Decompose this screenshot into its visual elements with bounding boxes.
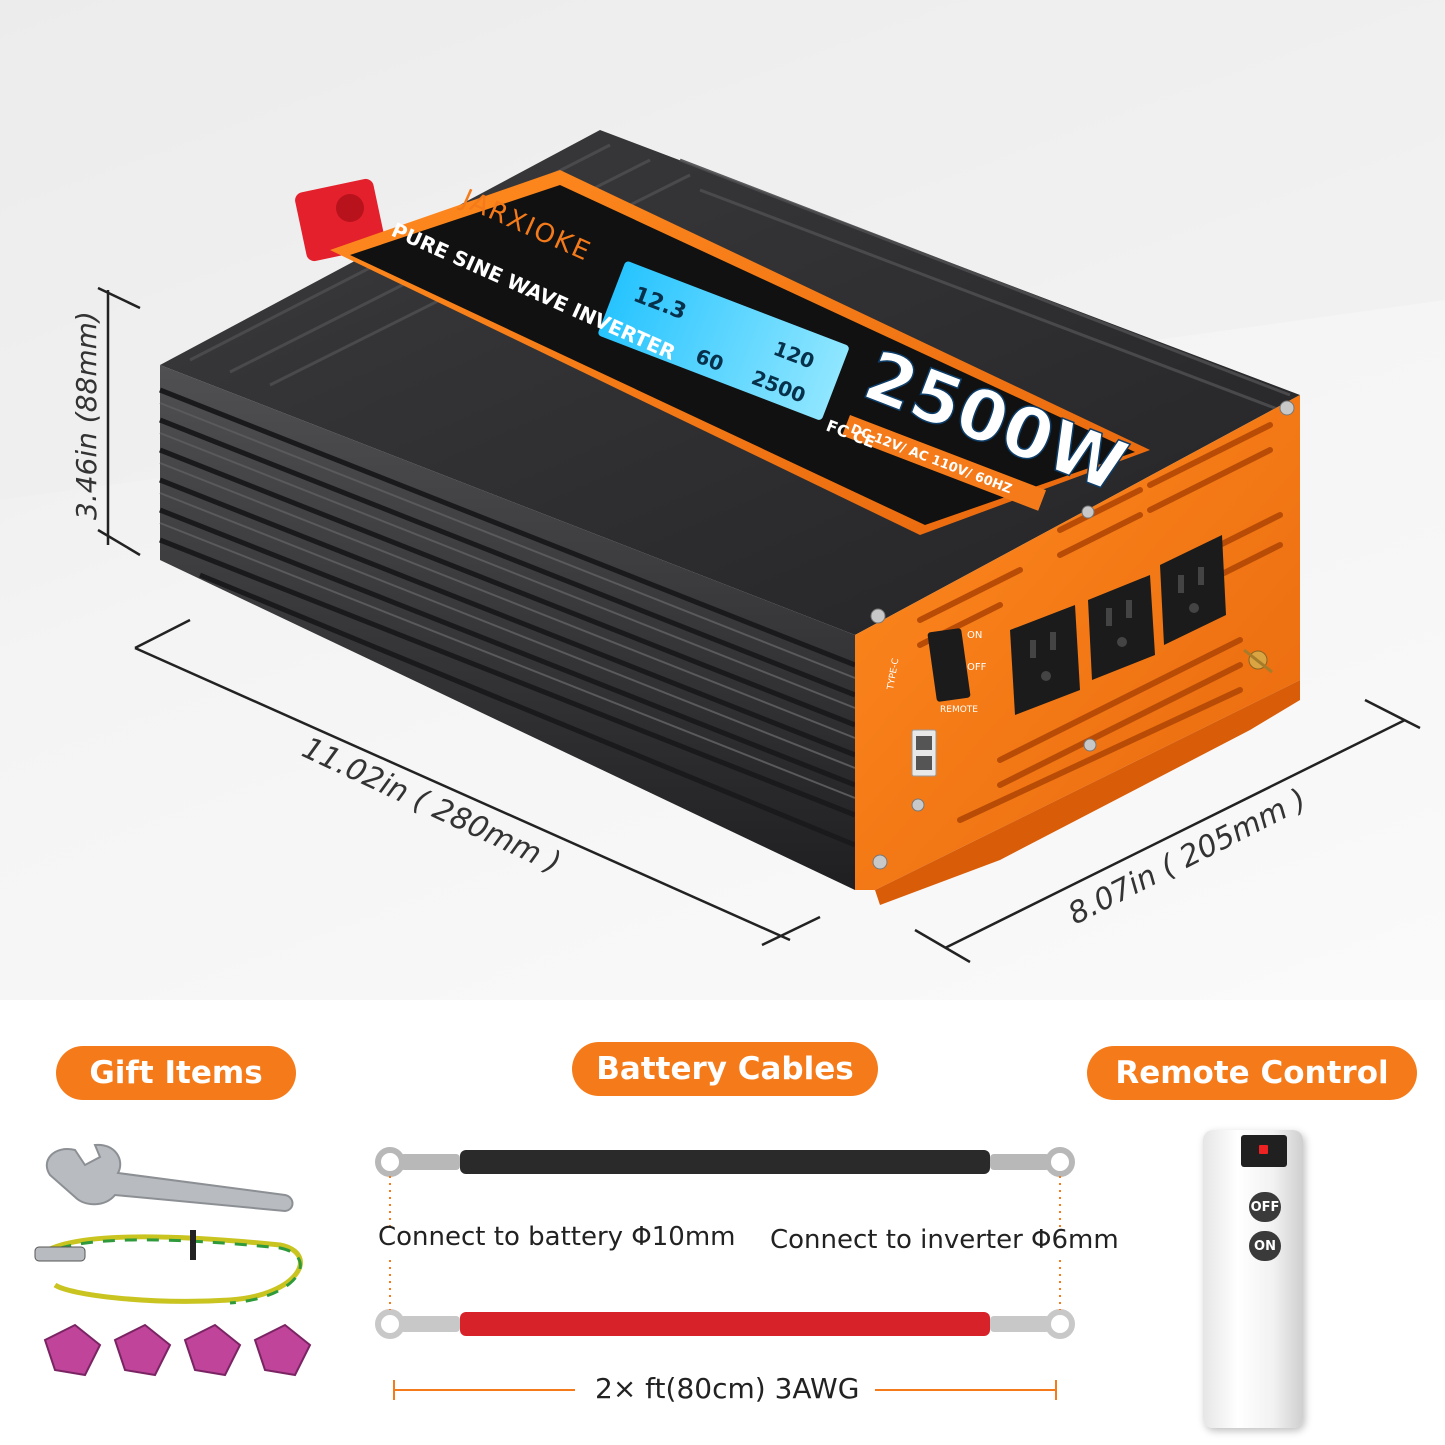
switch-off-label: OFF xyxy=(967,662,987,673)
fuse-icons xyxy=(43,1323,312,1377)
ac-outlet xyxy=(1088,575,1155,680)
inverter-end-label: Connect to inverter Φ6mm xyxy=(770,1225,1119,1255)
wrench-icon xyxy=(45,1143,294,1213)
battery-cables-illustration xyxy=(375,1147,1075,1400)
remote-port-label: REMOTE xyxy=(940,705,978,715)
front-panel xyxy=(855,395,1300,890)
ground-terminal xyxy=(1243,648,1273,674)
ac-outlets xyxy=(1010,535,1226,715)
height-dimension: 3.46in (88mm) xyxy=(70,311,103,520)
remote-on-button[interactable]: ON xyxy=(1249,1231,1281,1261)
lcd-screen xyxy=(598,261,849,420)
switch-on-label: ON xyxy=(967,630,982,641)
ground-wire-icon xyxy=(34,1230,303,1305)
ac-outlet xyxy=(1010,605,1080,715)
inverter-illustration: 12.3 60 120 2500 JARXIOKE PURE SINE WAVE… xyxy=(0,0,1445,964)
ac-outlet xyxy=(1160,535,1226,645)
power-switch xyxy=(927,628,971,702)
length-dimension: 11.02in ( 280mm ) xyxy=(297,731,566,881)
inverter-side xyxy=(160,365,855,890)
gift-items-illustration xyxy=(34,1143,312,1377)
black-cable xyxy=(375,1147,1075,1177)
battery-cables-heading: Battery Cables xyxy=(572,1042,878,1096)
connector-guides xyxy=(389,1176,1061,1310)
cable-spec-label: 2× ft(80cm) 3AWG xyxy=(595,1372,860,1405)
gift-items-heading: Gift Items xyxy=(56,1046,296,1100)
red-cable xyxy=(375,1309,1075,1339)
dimension-lines xyxy=(97,286,1421,964)
usb-ports xyxy=(911,729,937,777)
remote-control: OFF ON xyxy=(1203,1130,1303,1428)
battery-end-label: Connect to battery Φ10mm xyxy=(378,1222,736,1252)
length-indicator xyxy=(393,1380,1057,1400)
remote-indicator xyxy=(1241,1135,1287,1167)
remote-off-button[interactable]: OFF xyxy=(1249,1192,1281,1222)
spec-ribbon xyxy=(842,415,1047,511)
remote-control-heading: Remote Control xyxy=(1087,1046,1417,1100)
